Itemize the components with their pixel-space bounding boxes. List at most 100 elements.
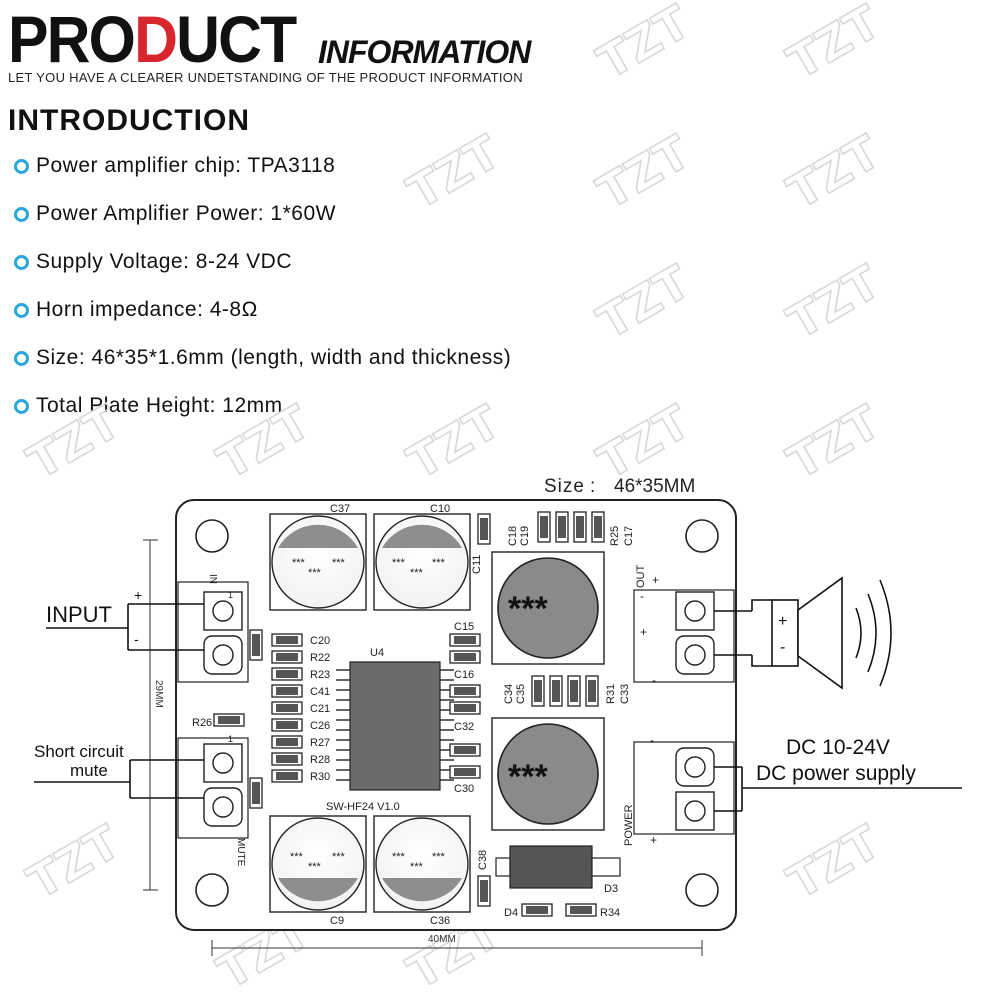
svg-text:C38: C38	[477, 850, 489, 870]
input-minus: -	[134, 631, 139, 647]
capacitor-c10: *** *** ***	[373, 513, 471, 611]
svg-text:***: ***	[392, 557, 406, 569]
speaker-icon: + -	[714, 576, 892, 690]
bullet-icon	[14, 206, 29, 222]
c36-silk: C36	[430, 915, 450, 927]
svg-text:+: +	[640, 625, 647, 639]
smd-column-right	[449, 633, 481, 779]
svg-text:+: +	[778, 613, 787, 630]
mounting-hole	[195, 873, 229, 907]
watermark-text: TZT	[19, 394, 130, 489]
svg-text:1: 1	[228, 734, 233, 744]
svg-text:***: ***	[432, 851, 446, 863]
svg-text:1: 1	[228, 590, 233, 600]
svg-text:C34: C34	[503, 684, 515, 704]
size-value: 46*35MM	[614, 476, 695, 497]
spec-item: Supply Voltage: 8-24 VDC	[14, 248, 292, 276]
watermark-text: TZT	[399, 124, 510, 219]
mute-label-line2: mute	[70, 761, 108, 780]
capacitor-c36: *** *** ***	[373, 815, 471, 913]
svg-text:***: ***	[410, 567, 424, 579]
in-silk: IN	[207, 574, 218, 584]
svg-text:C33: C33	[619, 684, 631, 704]
svg-text:***: ***	[410, 861, 424, 873]
watermark-text: TZT	[589, 124, 700, 219]
header-subtitle: LET YOU HAVE A CLEARER UNDETSTANDING OF …	[8, 70, 523, 85]
svg-text:R34: R34	[600, 907, 620, 919]
dc-label-line2: DC power supply	[756, 762, 916, 785]
header-title-information: INFORMATION	[318, 34, 531, 70]
chip-label: U4	[370, 647, 384, 659]
svg-text::: :	[590, 476, 595, 497]
svg-text:-: -	[652, 673, 656, 687]
bullet-icon	[14, 398, 29, 414]
mounting-hole	[685, 873, 719, 907]
bullet-icon	[14, 158, 29, 174]
svg-text:-: -	[650, 733, 654, 747]
svg-text:-: -	[780, 639, 785, 656]
spec-item: Power Amplifier Power: 1*60W	[14, 200, 336, 228]
svg-text:***: ***	[290, 851, 304, 863]
bullet-icon	[14, 302, 29, 318]
svg-text:***: ***	[292, 557, 306, 569]
svg-text:D4: D4	[504, 907, 518, 919]
board-name: SW-HF24 V1.0	[326, 801, 400, 813]
input-label: INPUT	[46, 602, 112, 627]
power-silk: POWER	[623, 804, 635, 846]
inductor-top: ***	[491, 551, 605, 665]
svg-text:***: ***	[432, 557, 446, 569]
mute-label-line1: Short circuit	[34, 742, 124, 761]
svg-text:C41: C41	[310, 686, 330, 698]
dimension-lines	[143, 539, 703, 956]
svg-text:***: ***	[392, 851, 406, 863]
svg-text:***: ***	[508, 758, 548, 796]
svg-text:R30: R30	[310, 771, 330, 783]
svg-text:***: ***	[332, 851, 346, 863]
smd-labels-left: C20 R22 R23 C41 C21 C26 R27 R28 R30	[310, 635, 330, 783]
svg-text:R22: R22	[310, 652, 330, 664]
watermark-text: TZT	[779, 394, 890, 489]
svg-text:C35: C35	[515, 684, 527, 704]
svg-text:***: ***	[308, 567, 322, 579]
width-dimension: 40MM	[428, 934, 456, 945]
svg-text:R23: R23	[310, 669, 330, 681]
smd-column-left	[271, 633, 303, 783]
header-title: PRODUCT	[8, 2, 297, 76]
svg-text:C15: C15	[454, 621, 474, 633]
watermark-text: TZT	[589, 254, 700, 349]
c10-silk: C10	[430, 503, 450, 515]
svg-text:***: ***	[508, 590, 548, 628]
spec-item: Size: 46*35*1.6mm (length, width and thi…	[14, 344, 511, 372]
svg-text:R31: R31	[605, 684, 617, 704]
svg-text:C17: C17	[623, 526, 635, 546]
svg-text:C16: C16	[454, 669, 474, 681]
svg-text:C18: C18	[507, 526, 519, 546]
svg-text:-: -	[640, 589, 644, 603]
chip-u4	[336, 661, 454, 791]
mounting-hole	[195, 519, 229, 553]
svg-text:***: ***	[308, 861, 322, 873]
svg-text:C26: C26	[310, 720, 330, 732]
mounting-hole	[685, 519, 719, 553]
svg-text:C32: C32	[454, 721, 474, 733]
height-dimension: 29MM	[153, 680, 164, 708]
spec-item: Power amplifier chip: TPA3118	[14, 152, 335, 180]
watermark-text: TZT	[779, 814, 890, 909]
c37-silk: C37	[330, 503, 350, 515]
watermark-text: TZT	[779, 0, 890, 90]
spec-item: Total Plate Height: 12mm	[14, 392, 283, 420]
bullet-icon	[14, 254, 29, 270]
diode-d3	[495, 845, 621, 889]
svg-text:C21: C21	[310, 703, 330, 715]
svg-text:C30: C30	[454, 783, 474, 795]
dc-label-line1: DC 10-24V	[786, 736, 890, 759]
inductor-bottom: ***	[491, 717, 605, 831]
capacitor-c9: *** *** ***	[269, 815, 367, 913]
watermark-text: TZT	[399, 394, 510, 489]
svg-text:R25: R25	[609, 526, 621, 546]
watermark-text: TZT	[779, 124, 890, 219]
svg-text:R28: R28	[310, 754, 330, 766]
svg-text:C11: C11	[471, 555, 483, 574]
svg-text:C19: C19	[519, 526, 531, 546]
